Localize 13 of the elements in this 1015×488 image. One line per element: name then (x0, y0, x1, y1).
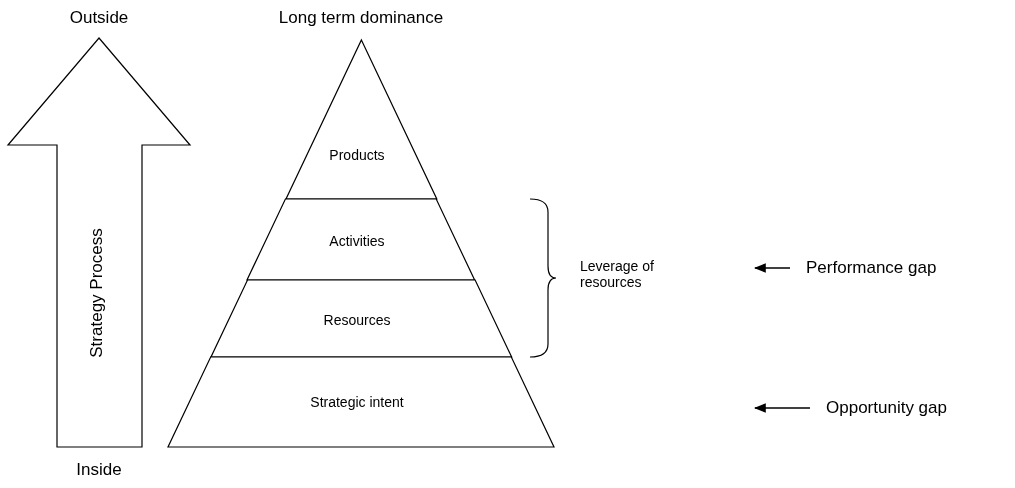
inside-label: Inside (76, 460, 122, 480)
arrow-label: Strategy Process (87, 228, 107, 358)
band-label: Activities (329, 232, 385, 249)
apex-label: Long term dominance (278, 8, 444, 28)
arrow (753, 263, 791, 273)
band-label: Strategic intent (310, 394, 404, 410)
outside-label: Outside (69, 8, 129, 28)
gap-label: Opportunity gap (826, 398, 947, 418)
band-label: Resources (323, 311, 391, 328)
band-label: Products (329, 147, 385, 163)
gap-label: Performance gap (806, 258, 937, 278)
arrow (753, 403, 811, 413)
brace-label: Leverage of resources (580, 258, 655, 291)
